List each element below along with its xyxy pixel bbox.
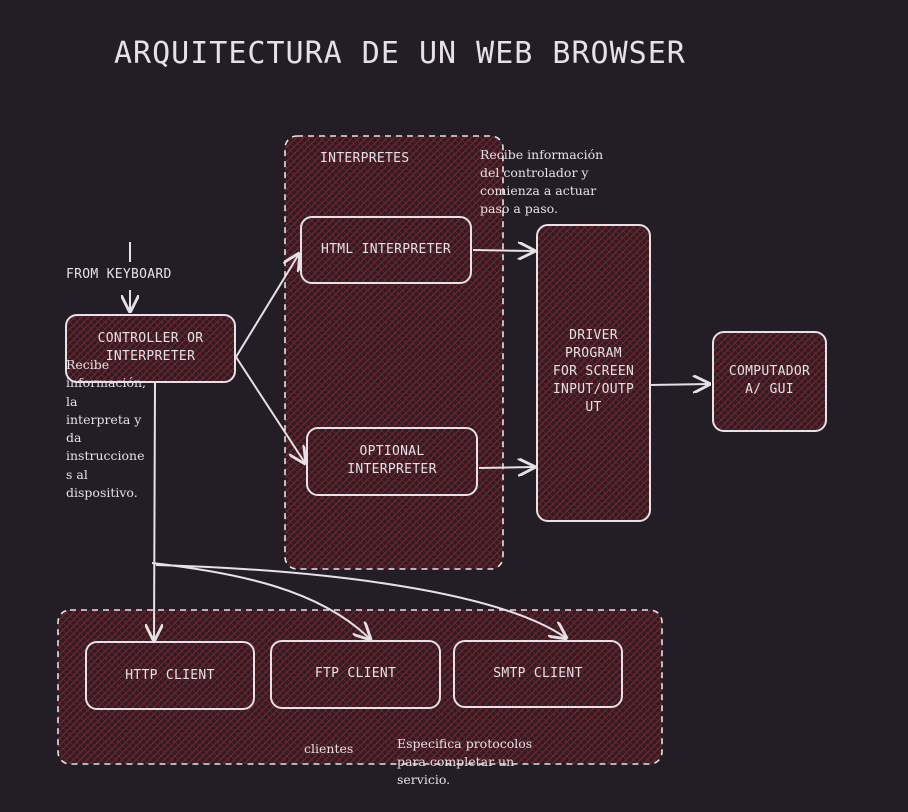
- diagram-title: ARQUITECTURA DE UN WEB BROWSER: [114, 36, 686, 71]
- optional-interpreter-box: [306, 427, 478, 496]
- smtp-client-box: [453, 640, 623, 708]
- controller-to-smtp-arrow: [155, 564, 566, 638]
- html-to-driver-arrow: [472, 250, 534, 251]
- controller-label: CONTROLLER OR INTERPRETER: [97, 331, 204, 364]
- controller-to-http-arrow: [154, 382, 155, 640]
- controller-to-html-arrow: [235, 254, 299, 358]
- controller-box: [65, 314, 236, 383]
- clients-group-label: clientes: [304, 741, 354, 756]
- driver-program-label: DRIVER PROGRAM FOR SCREEN INPUT/OUTP UT: [552, 328, 635, 415]
- html-interpreter-label: HTML INTERPRETER: [320, 242, 452, 257]
- controller-to-ftp-arrow: [151, 562, 370, 639]
- clients-note: Especifica protocolos para completar un …: [397, 736, 533, 787]
- html-interpreter-box: [300, 216, 472, 284]
- ftp-client-label: FTP CLIENT: [314, 666, 397, 681]
- optional-interpreter-label: OPTIONAL INTERPRETER: [347, 444, 437, 477]
- smtp-client-label: SMTP CLIENT: [493, 666, 583, 681]
- computer-gui-label: COMPUTADOR A/ GUI: [728, 364, 811, 397]
- ftp-client-box: [270, 640, 441, 709]
- computer-gui-box: [712, 331, 827, 432]
- http-client-box: [85, 641, 255, 710]
- from-keyboard-label: FROM KEYBOARD: [66, 267, 172, 282]
- driver-program-box: [536, 224, 651, 522]
- http-client-label: HTTP CLIENT: [125, 668, 215, 683]
- interpreters-note: Recibe información del controlador y com…: [480, 147, 604, 216]
- driver-to-gui-arrow: [649, 384, 709, 385]
- interpreters-group-label: INTERPRETES: [320, 151, 410, 166]
- controller-note: Recibe información, la interpreta y da i…: [66, 357, 147, 501]
- optional-to-driver-arrow: [478, 467, 534, 468]
- interpreters-group: [284, 135, 504, 570]
- controller-to-optional-arrow: [235, 356, 305, 463]
